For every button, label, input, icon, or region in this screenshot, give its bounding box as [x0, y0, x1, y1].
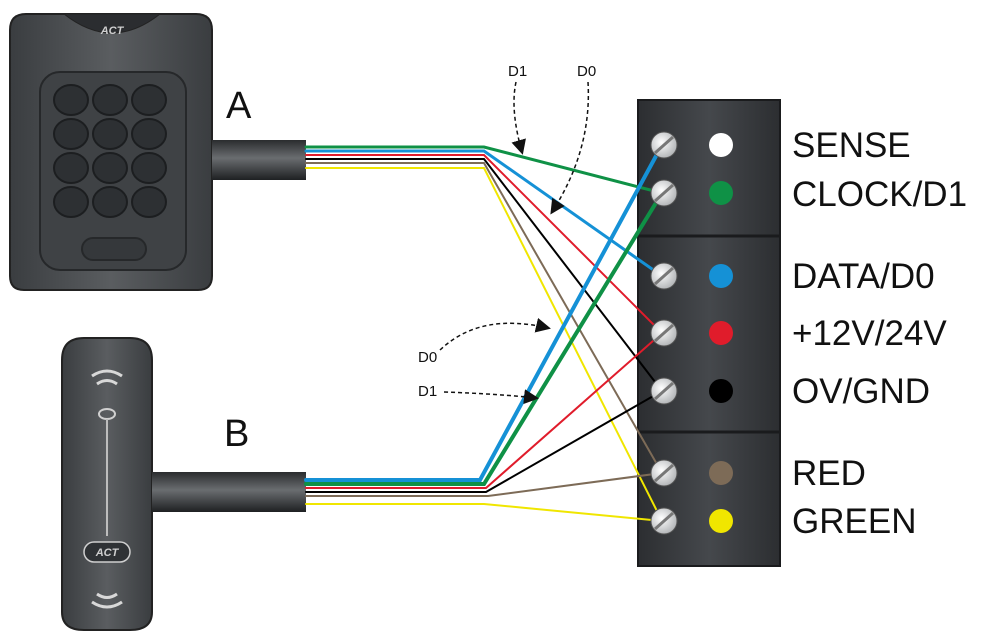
terminal-dot-red: [709, 461, 733, 485]
wire-b-red: [305, 332, 663, 489]
terminal-dot-data-d0: [709, 264, 733, 288]
terminal-label-clock-d1: CLOCK/D1: [792, 175, 967, 214]
annotation-a-d1: D1: [508, 63, 527, 80]
wireless-icon-top: [91, 369, 123, 386]
screw-icon: [650, 319, 678, 347]
terminal-dot-green: [709, 509, 733, 533]
wireless-icon-bottom: [91, 592, 123, 609]
annotation-arrows: [439, 81, 590, 405]
arrow-a-d1: [511, 81, 526, 155]
terminal-label-ov-gnd: OV/GND: [792, 372, 930, 411]
wire-a-blue: [304, 149, 664, 278]
keypad-brand-logo: ACT: [100, 25, 125, 37]
proximity-reader: ACT: [61, 337, 153, 631]
arrow-b-d0: [439, 317, 551, 351]
device-a-label: A: [226, 85, 252, 127]
wire-a-green: [304, 145, 664, 195]
proximity-brand-logo: ACT: [95, 547, 120, 559]
arrow-a-d0: [550, 81, 590, 215]
keypad-reader: ACT: [9, 13, 213, 291]
wire-b-green: [304, 191, 664, 486]
wire-b-yellow: [305, 503, 663, 522]
terminal-dot-ov-gnd: [709, 379, 733, 403]
proximity-cable: [152, 472, 306, 512]
screw-icon: [650, 131, 678, 159]
screw-icon: [650, 179, 678, 207]
wires-a: [304, 145, 664, 522]
terminal-label-12v-24v: +12V/24V: [792, 314, 947, 353]
wire-a-black: [305, 158, 663, 392]
wire-a-brown: [305, 162, 663, 474]
wire-a-yellow: [305, 167, 663, 522]
device-b-label: B: [224, 413, 249, 455]
terminal-label-green: GREEN: [792, 502, 916, 541]
wires-b: [304, 143, 664, 522]
terminal-label-data-d0: DATA/D0: [792, 257, 935, 296]
arrow-b-d1: [443, 389, 539, 405]
keypad-keys: [53, 84, 167, 218]
wire-b-brown: [305, 472, 663, 497]
terminal-dot-12v-24v: [709, 321, 733, 345]
wire-b-blue: [304, 143, 664, 482]
terminal-label-sense: SENSE: [792, 126, 911, 165]
terminal-dot-sense: [709, 133, 733, 157]
annotation-b-d1: D1: [418, 383, 437, 400]
screw-icon: [650, 507, 678, 535]
wire-a-red: [305, 154, 663, 334]
screw-icon: [650, 262, 678, 290]
annotation-b-d0: D0: [418, 349, 437, 366]
annotation-a-d0: D0: [577, 63, 596, 80]
wire-b-black: [305, 390, 663, 493]
keypad-cable: [212, 140, 306, 180]
screw-icon: [650, 459, 678, 487]
terminal-label-red: RED: [792, 454, 866, 493]
terminal-screws: [650, 131, 678, 535]
screw-icon: [650, 377, 678, 405]
terminal-dot-clock-d1: [709, 181, 733, 205]
